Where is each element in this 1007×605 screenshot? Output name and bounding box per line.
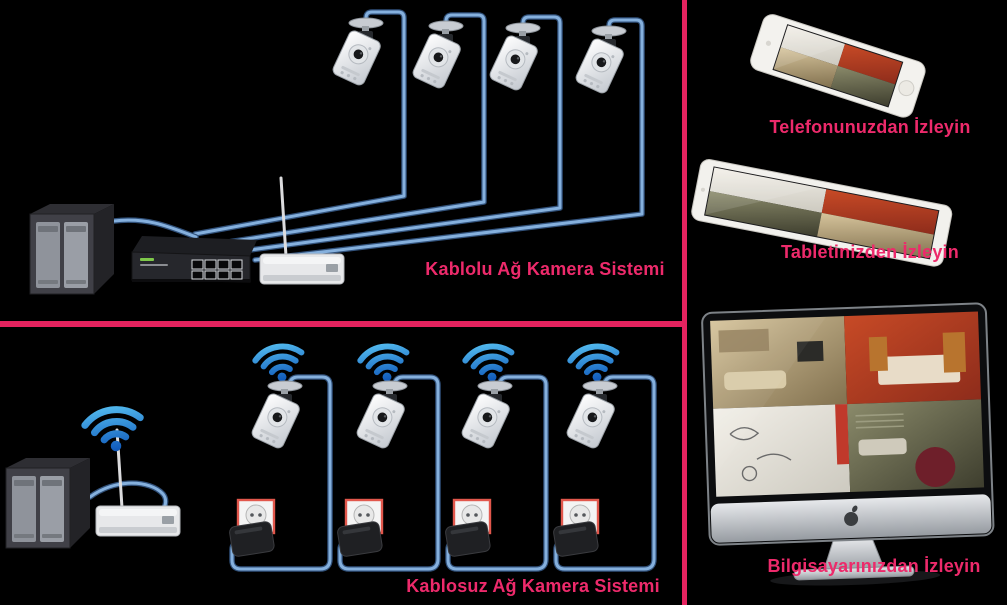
ethernet-cable [111, 217, 199, 240]
imac-icon [701, 302, 995, 586]
ip-camera-icon [330, 17, 384, 88]
power-outlet-icon [443, 498, 493, 559]
viewer-devices-section [691, 14, 995, 586]
wired-system-label: Kablolu Ağ Kamera Sistemi [425, 259, 665, 279]
switch-8-port-icon [131, 235, 258, 283]
ethernet-cable [87, 480, 169, 512]
tablet-viewer-label: Tabletinizden İzleyin [781, 242, 959, 262]
vertical-section-divider [682, 0, 687, 605]
ethernet-cable [232, 14, 563, 255]
ethernet-cable [212, 12, 487, 247]
ip-camera-icon [410, 20, 464, 91]
wired-system-section [29, 9, 645, 295]
power-outlet-icon [335, 498, 385, 559]
smartphone-icon [750, 14, 926, 118]
wireless-system-label: Kablosuz Ağ Kamera Sistemi [406, 576, 660, 596]
wifi-ip-camera-icon [564, 380, 618, 451]
ip-camera-icon [573, 25, 627, 96]
computer-viewer-label: Bilgisayarınızdan İzleyin [767, 556, 981, 576]
wifi-ip-camera-icon [354, 380, 408, 451]
wifi-ip-camera-icon [459, 380, 513, 451]
wireless-system-section [5, 343, 657, 572]
wifi-icon [83, 406, 144, 455]
nas-storage-icon [5, 457, 91, 549]
phone-viewer-label: Telefonunuzdan İzleyin [769, 117, 971, 137]
power-outlet-icon [227, 498, 277, 559]
horizontal-section-divider [0, 321, 682, 327]
ip-camera-icon [487, 22, 541, 93]
ethernet-cable [192, 9, 407, 237]
ethernet-cable [252, 17, 645, 263]
nas-storage-icon [29, 203, 115, 295]
tablet-icon [691, 159, 953, 267]
apple-logo-icon [844, 505, 859, 527]
power-outlet-icon [551, 498, 601, 559]
wifi-ip-camera-icon [249, 380, 303, 451]
